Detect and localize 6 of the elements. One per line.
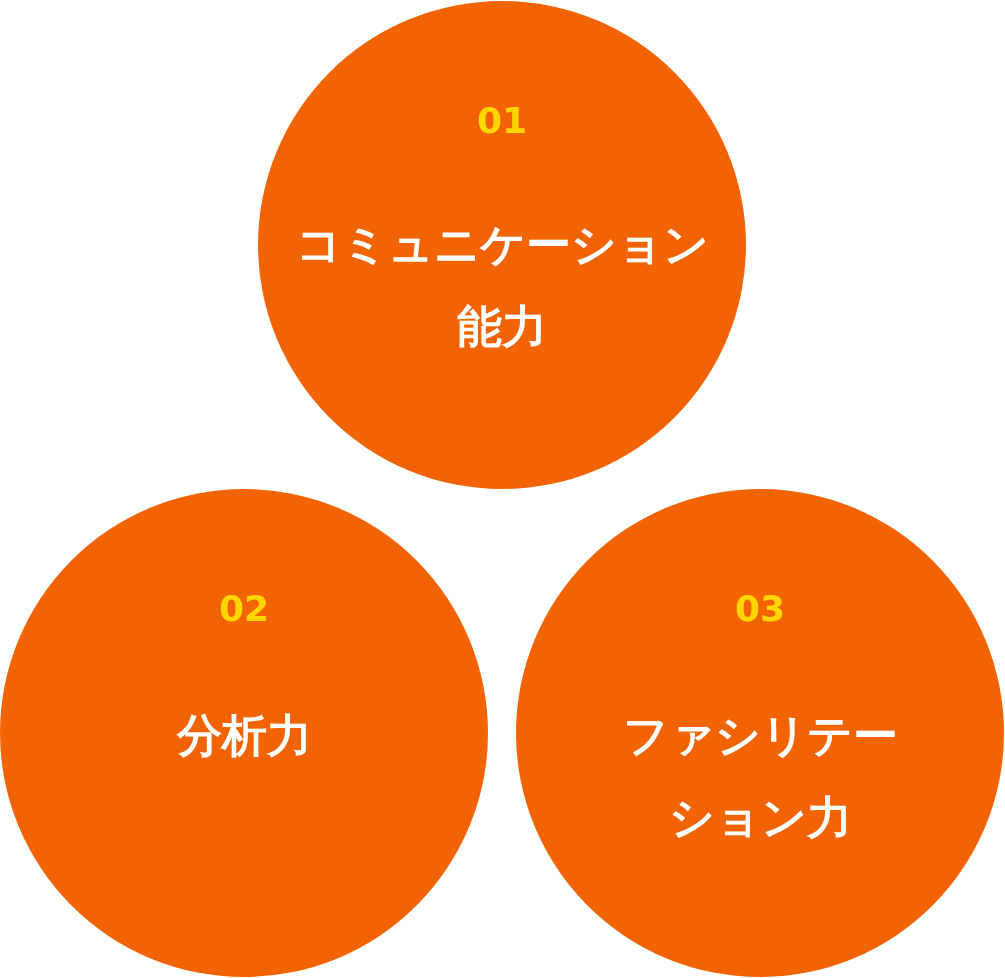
skill-name: ファシリテーション力 [621, 708, 899, 846]
step-number: 02 [218, 587, 270, 631]
skill-name: 分析力 [175, 708, 313, 764]
skill-name: コミュニケーション能力 [294, 217, 710, 355]
step-number: 01 [476, 99, 528, 143]
step-number: 03 [734, 587, 786, 631]
